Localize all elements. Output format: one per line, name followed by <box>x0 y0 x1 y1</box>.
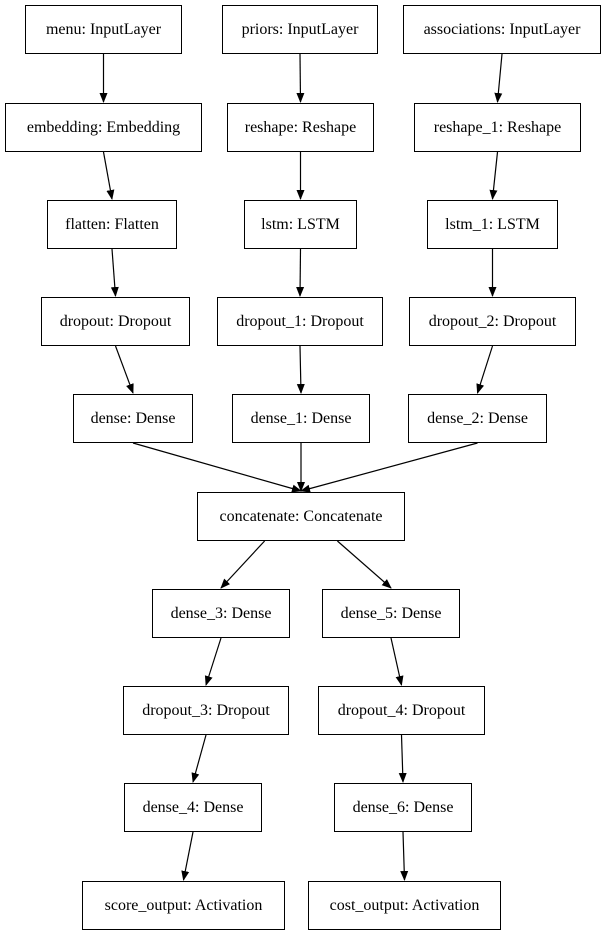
node-reshape-1: reshape_1: Reshape <box>414 103 581 152</box>
node-associations: associations: InputLayer <box>403 5 601 54</box>
edge-priors-to-reshape <box>296 53 305 103</box>
edge-concatenate-to-dense-5 <box>337 540 392 589</box>
edge-dense-6-to-cost-output <box>400 831 409 881</box>
edge-concatenate-to-dense-3 <box>220 540 266 589</box>
edge-flatten-to-dropout <box>110 248 119 297</box>
edge-dense-5-to-dropout-4 <box>390 637 404 686</box>
node-lstm: lstm: LSTM <box>244 200 357 249</box>
node-menu: menu: InputLayer <box>25 5 182 54</box>
edge-dropout-3-to-dense-4 <box>191 734 207 783</box>
edge-dense-2-to-concatenate <box>300 442 478 493</box>
node-dense-6: dense_6: Dense <box>334 783 472 832</box>
node-embedding: embedding: Embedding <box>5 103 202 152</box>
edge-dense-to-concatenate <box>132 442 302 493</box>
node-dropout: dropout: Dropout <box>41 297 190 346</box>
edge-dense-3-to-dropout-3 <box>204 637 222 686</box>
node-dense-1: dense_1: Dense <box>232 394 370 443</box>
edge-associations-to-reshape-1 <box>494 53 503 103</box>
edge-lstm-to-dropout-1 <box>296 248 305 297</box>
node-dropout-2: dropout_2: Dropout <box>409 297 576 346</box>
node-dropout-1: dropout_1: Dropout <box>217 297 383 346</box>
edge-embedding-to-flatten <box>102 151 115 200</box>
edge-dropout-2-to-dense-2 <box>476 345 494 394</box>
node-dense-3: dense_3: Dense <box>152 589 290 638</box>
edge-dropout-4-to-dense-6 <box>398 734 407 783</box>
node-flatten: flatten: Flatten <box>47 200 177 249</box>
edge-dropout-to-dense <box>114 345 134 394</box>
node-priors: priors: InputLayer <box>222 5 378 54</box>
node-dropout-3: dropout_3: Dropout <box>123 686 289 735</box>
node-dense-5: dense_5: Dense <box>322 589 460 638</box>
node-reshape: reshape: Reshape <box>227 103 374 152</box>
node-cost-output: cost_output: Activation <box>308 881 501 930</box>
node-lstm-1: lstm_1: LSTM <box>427 200 558 249</box>
edge-dense-4-to-score-output <box>181 831 194 881</box>
edge-reshape-1-to-lstm-1 <box>489 151 499 200</box>
node-dense: dense: Dense <box>73 394 193 443</box>
node-dense-2: dense_2: Dense <box>408 394 547 443</box>
node-score-output: score_output: Activation <box>82 881 285 930</box>
node-concatenate: concatenate: Concatenate <box>197 492 405 541</box>
node-dropout-4: dropout_4: Dropout <box>318 686 485 735</box>
node-dense-4: dense_4: Dense <box>124 783 262 832</box>
edge-dropout-1-to-dense-1 <box>296 345 305 394</box>
